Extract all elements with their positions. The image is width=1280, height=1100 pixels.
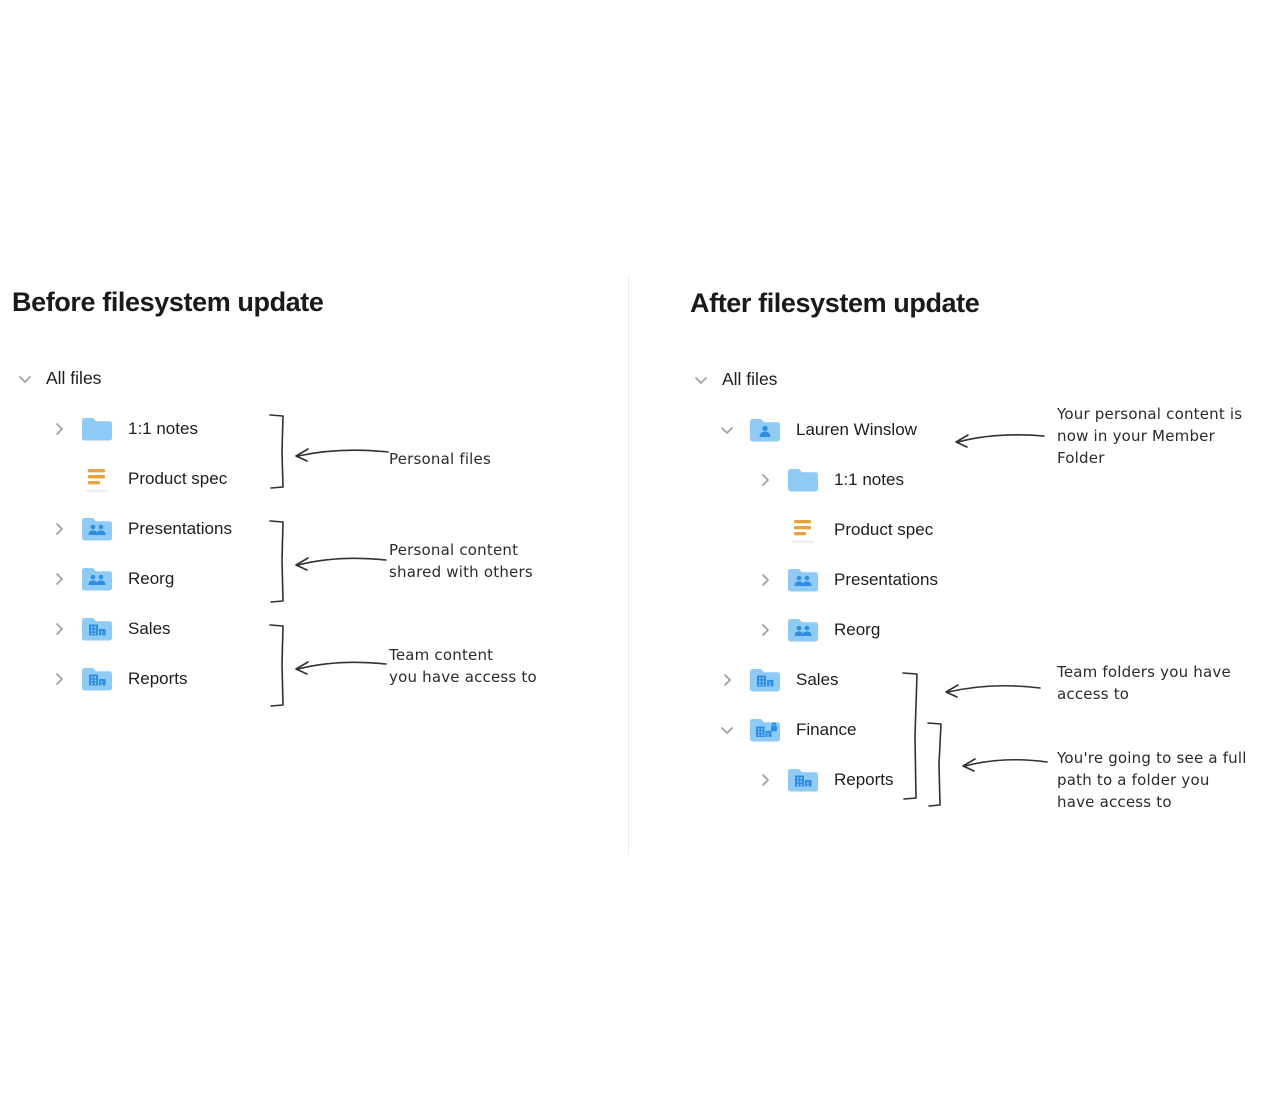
tree-row-reports[interactable]: Reports: [0, 654, 628, 704]
annotation-personal-shared: Personal content shared with others: [389, 541, 533, 581]
tree-row-label: 1:1 notes: [834, 470, 904, 490]
document-icon: [786, 513, 820, 547]
tree-row-product-spec[interactable]: Product spec: [0, 454, 628, 504]
tree-row-finance[interactable]: Finance: [628, 705, 1280, 755]
chevron-right-icon[interactable]: [48, 568, 70, 590]
tree-row-reports[interactable]: Reports: [628, 755, 1280, 805]
annotation-member-folder: Your personal content is now in your Mem…: [1057, 405, 1243, 467]
tree-row-label: Sales: [128, 619, 171, 639]
chevron-down-icon[interactable]: [14, 368, 36, 390]
tree-row-sales[interactable]: Sales: [628, 655, 1280, 705]
chevron-right-icon[interactable]: [716, 669, 738, 691]
tree-row-presentations[interactable]: Presentations: [0, 504, 628, 554]
chevron-right-icon[interactable]: [754, 569, 776, 591]
tree-row-label: 1:1 notes: [128, 419, 198, 439]
chevron-right-icon[interactable]: [48, 418, 70, 440]
annotation-team-content: Team content you have access to: [389, 646, 537, 686]
tree-row-presentations[interactable]: Presentations: [628, 555, 1280, 605]
chevron-right-icon[interactable]: [48, 518, 70, 540]
tree-row-label: Sales: [796, 670, 839, 690]
tree-row-reorg[interactable]: Reorg: [0, 554, 628, 604]
tree-row-label: Product spec: [834, 520, 934, 540]
chevron-right-icon[interactable]: [754, 769, 776, 791]
chevron-down-icon[interactable]: [716, 719, 738, 741]
annotation-full-path: You're going to see a full path to a fol…: [1057, 749, 1247, 811]
document-icon: [80, 462, 114, 496]
after-panel: After filesystem update All files: [628, 270, 1280, 810]
before-file-tree: All files 1:1 notes: [0, 354, 628, 704]
team-folder-icon: [80, 612, 114, 646]
shared-folder-icon: [80, 562, 114, 596]
chevron-right-icon[interactable]: [754, 469, 776, 491]
before-panel-title: Before filesystem update: [12, 287, 324, 317]
team-folder-icon: [748, 663, 782, 697]
chevron-right-icon[interactable]: [48, 618, 70, 640]
after-panel-title: After filesystem update: [690, 288, 980, 318]
folder-icon: [786, 463, 820, 497]
before-panel: Before filesystem update All files: [0, 270, 628, 707]
shared-folder-icon: [786, 613, 820, 647]
locked-team-folder-icon: [748, 713, 782, 747]
chevron-right-icon[interactable]: [48, 668, 70, 690]
tree-row-label: Reports: [834, 770, 894, 790]
team-folder-icon: [80, 662, 114, 696]
lock-badge-icon: [771, 721, 777, 731]
panel-divider: [628, 275, 629, 855]
tree-row-label: Reports: [128, 669, 188, 689]
tree-row-label: Lauren Winslow: [796, 420, 917, 440]
tree-row-label: Reorg: [128, 569, 175, 589]
tree-row-label: Presentations: [128, 519, 232, 539]
tree-row-1-1-notes[interactable]: 1:1 notes: [628, 455, 1280, 505]
tree-row-all-files[interactable]: All files: [0, 354, 628, 404]
member-folder-icon: [748, 413, 782, 447]
tree-row-1-1-notes[interactable]: 1:1 notes: [0, 404, 628, 454]
tree-row-product-spec[interactable]: Product spec: [628, 505, 1280, 555]
tree-row-label: All files: [46, 367, 102, 388]
annotation-personal-files: Personal files: [389, 450, 491, 468]
tree-row-label: All files: [722, 368, 778, 389]
shared-folder-icon: [786, 563, 820, 597]
tree-row-all-files[interactable]: All files: [628, 355, 1280, 405]
chevron-down-icon[interactable]: [716, 419, 738, 441]
tree-row-reorg[interactable]: Reorg: [628, 605, 1280, 655]
chevron-down-icon[interactable]: [690, 369, 712, 391]
shared-folder-icon: [80, 512, 114, 546]
tree-row-label: Presentations: [834, 570, 938, 590]
annotation-team-folders: Team folders you have access to: [1057, 663, 1231, 703]
folder-icon: [80, 412, 114, 446]
tree-row-label: Reorg: [834, 620, 881, 640]
tree-row-label: Product spec: [128, 469, 228, 489]
chevron-right-icon[interactable]: [754, 619, 776, 641]
tree-row-lauren-winslow[interactable]: Lauren Winslow: [628, 405, 1280, 455]
after-file-tree: All files Lauren Winslow: [628, 355, 1280, 805]
tree-row-sales[interactable]: Sales: [0, 604, 628, 654]
tree-row-label: Finance: [796, 720, 857, 740]
team-folder-icon: [786, 763, 820, 797]
